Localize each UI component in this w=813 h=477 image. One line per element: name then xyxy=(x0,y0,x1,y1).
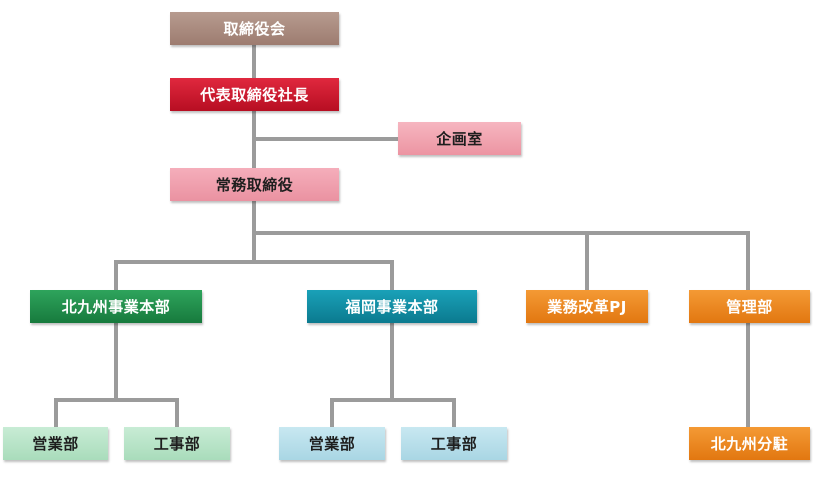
administration-dept-box: 管理部 xyxy=(689,290,810,323)
kitakyushu-sales-dept-box: 営業部 xyxy=(3,427,108,460)
fukuoka-division-box: 福岡事業本部 xyxy=(307,290,477,323)
planning-office-box: 企画室 xyxy=(398,122,521,155)
kitakyushu-branch-box: 北九州分駐 xyxy=(689,427,810,460)
kitakyushu-construction-dept-box: 工事部 xyxy=(124,427,230,460)
fukuoka-sales-dept-box: 営業部 xyxy=(279,427,385,460)
kitakyushu-division-box: 北九州事業本部 xyxy=(30,290,202,323)
board-of-directors-box: 取締役会 xyxy=(170,12,339,45)
managing-director-box: 常務取締役 xyxy=(170,168,339,201)
ceo-box: 代表取締役社長 xyxy=(170,78,339,111)
fukuoka-construction-dept-box: 工事部 xyxy=(401,427,507,460)
business-reform-pj-box: 業務改革PJ xyxy=(526,290,648,323)
